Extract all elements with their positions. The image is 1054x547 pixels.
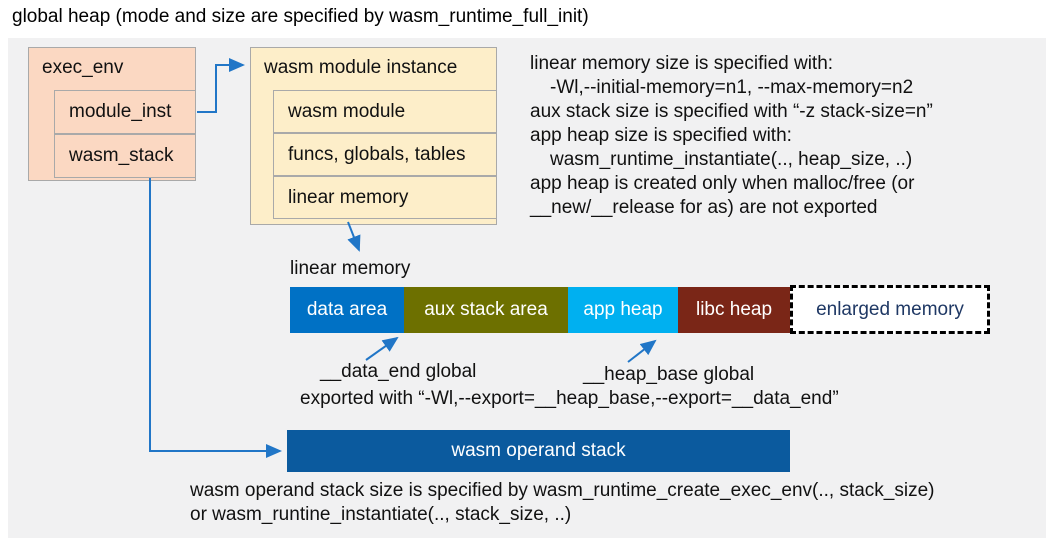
right-notes: linear memory size is specified with: -W… bbox=[530, 52, 933, 220]
note-line: wasm_runtime_instantiate(.., heap_size, … bbox=[550, 149, 913, 170]
exec-env-title: exec_env bbox=[42, 57, 124, 78]
segment-aux-stack-area: aux stack area bbox=[404, 287, 568, 333]
heap-base-label: __heap_base global bbox=[583, 364, 755, 385]
note-line: app heap size is specified with: bbox=[530, 125, 792, 146]
footer-line: wasm operand stack size is specified by … bbox=[190, 480, 935, 501]
module-instance-title: wasm module instance bbox=[264, 57, 458, 78]
diagram-title: global heap (mode and size are specified… bbox=[12, 6, 589, 27]
note-line: app heap is created only when malloc/fre… bbox=[530, 173, 915, 194]
wasm-module-row: wasm module bbox=[273, 90, 497, 133]
footer-line: or wasm_runtine_instantiate(.., stack_si… bbox=[190, 504, 572, 525]
note-line: aux stack size is specified with “-z sta… bbox=[530, 101, 933, 122]
wasm-stack-box: wasm_stack bbox=[54, 134, 196, 178]
segment-libc-heap: libc heap bbox=[678, 287, 790, 333]
module-inst-box: module_inst bbox=[54, 90, 196, 134]
segment-enlarged-memory: enlarged memory bbox=[790, 285, 990, 334]
note-line: linear memory size is specified with: bbox=[530, 53, 834, 74]
segment-data-area: data area bbox=[290, 287, 404, 333]
export-note: exported with “-Wl,--export=__heap_base,… bbox=[300, 388, 839, 409]
data-end-label: __data_end global bbox=[320, 361, 477, 382]
funcs-globals-tables-row: funcs, globals, tables bbox=[273, 133, 497, 176]
footer-note: wasm operand stack size is specified by … bbox=[190, 479, 935, 527]
linear-memory-row: linear memory bbox=[273, 176, 497, 219]
note-line: -Wl,--initial-memory=n1, --max-memory=n2 bbox=[550, 77, 914, 98]
operand-stack-bar: wasm operand stack bbox=[287, 430, 790, 472]
note-line: __new/__release for as) are not exported bbox=[530, 197, 878, 218]
segment-app-heap: app heap bbox=[568, 287, 678, 333]
linear-memory-label: linear memory bbox=[290, 258, 411, 279]
